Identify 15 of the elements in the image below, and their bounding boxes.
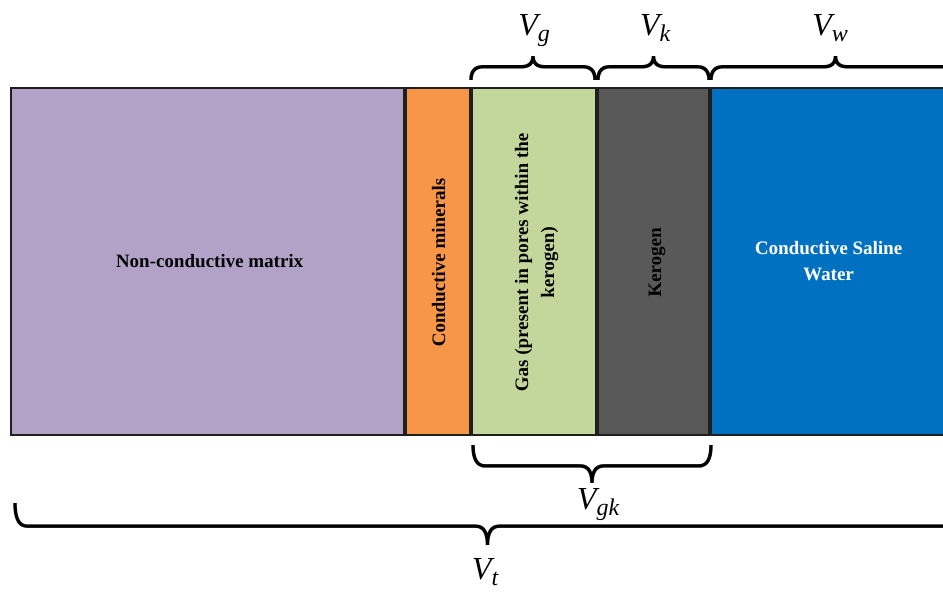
- water-band: [710, 87, 943, 436]
- volume-symbol: V$_{w}$: [812, 5, 848, 44]
- kerogen-band: [597, 87, 710, 436]
- volume-symbol: V$_{gk}$: [576, 479, 620, 518]
- matrix-band: [10, 87, 405, 436]
- minerals-band: [405, 87, 471, 436]
- band-label: Non-conductive matrix: [114, 250, 304, 274]
- gas-band: [471, 87, 597, 436]
- volume-symbol: V$_{g}$: [518, 5, 550, 44]
- volume-symbol: V$_{k}$: [640, 5, 670, 44]
- volume-symbol: V$_{t}$: [472, 549, 498, 588]
- band-label: Conductive minerals: [428, 176, 451, 348]
- band-label: Gas (present in pores within the kerogen): [511, 131, 560, 393]
- band-label: Kerogen: [644, 226, 666, 298]
- band-label: Conductive Saline Water: [754, 236, 904, 286]
